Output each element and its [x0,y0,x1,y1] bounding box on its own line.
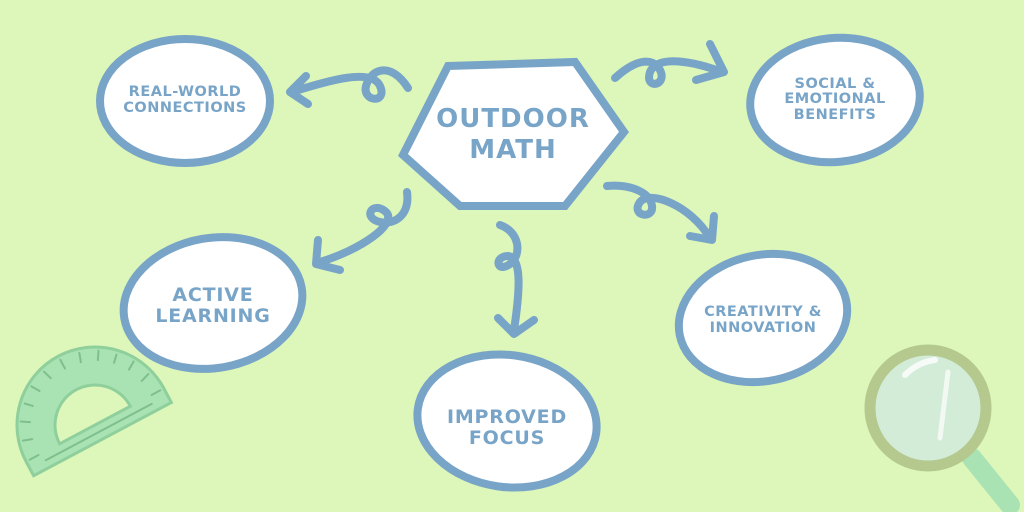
bubble-active [119,233,307,373]
arrow-to-real-world [286,66,412,108]
topic-focus-label: IMPROVED FOCUS [446,406,568,449]
arrow-to-social [611,40,728,88]
arrow-to-active [312,188,412,274]
bubble-focus [413,350,601,492]
topic-social-label: SOCIAL & EMOTIONAL BENEFITS [784,75,886,123]
protractor-icon [15,345,174,478]
topic-real-world-label: REAL-WORLD CONNECTIONS [123,84,247,116]
center-label: OUTDOOR MATH [436,103,590,165]
arrow-to-creativity [603,181,718,244]
bubble-real-world [96,35,274,167]
topic-creativity-label: CREATIVITY & INNOVATION [704,304,822,336]
bubble-social [746,33,924,167]
magnifying-glass-icon [864,344,1020,512]
topic-active-label: ACTIVE LEARNING [155,284,271,327]
center-hexagon [398,57,629,210]
arrow-to-focus [494,221,538,338]
bubble-creativity [674,249,852,387]
